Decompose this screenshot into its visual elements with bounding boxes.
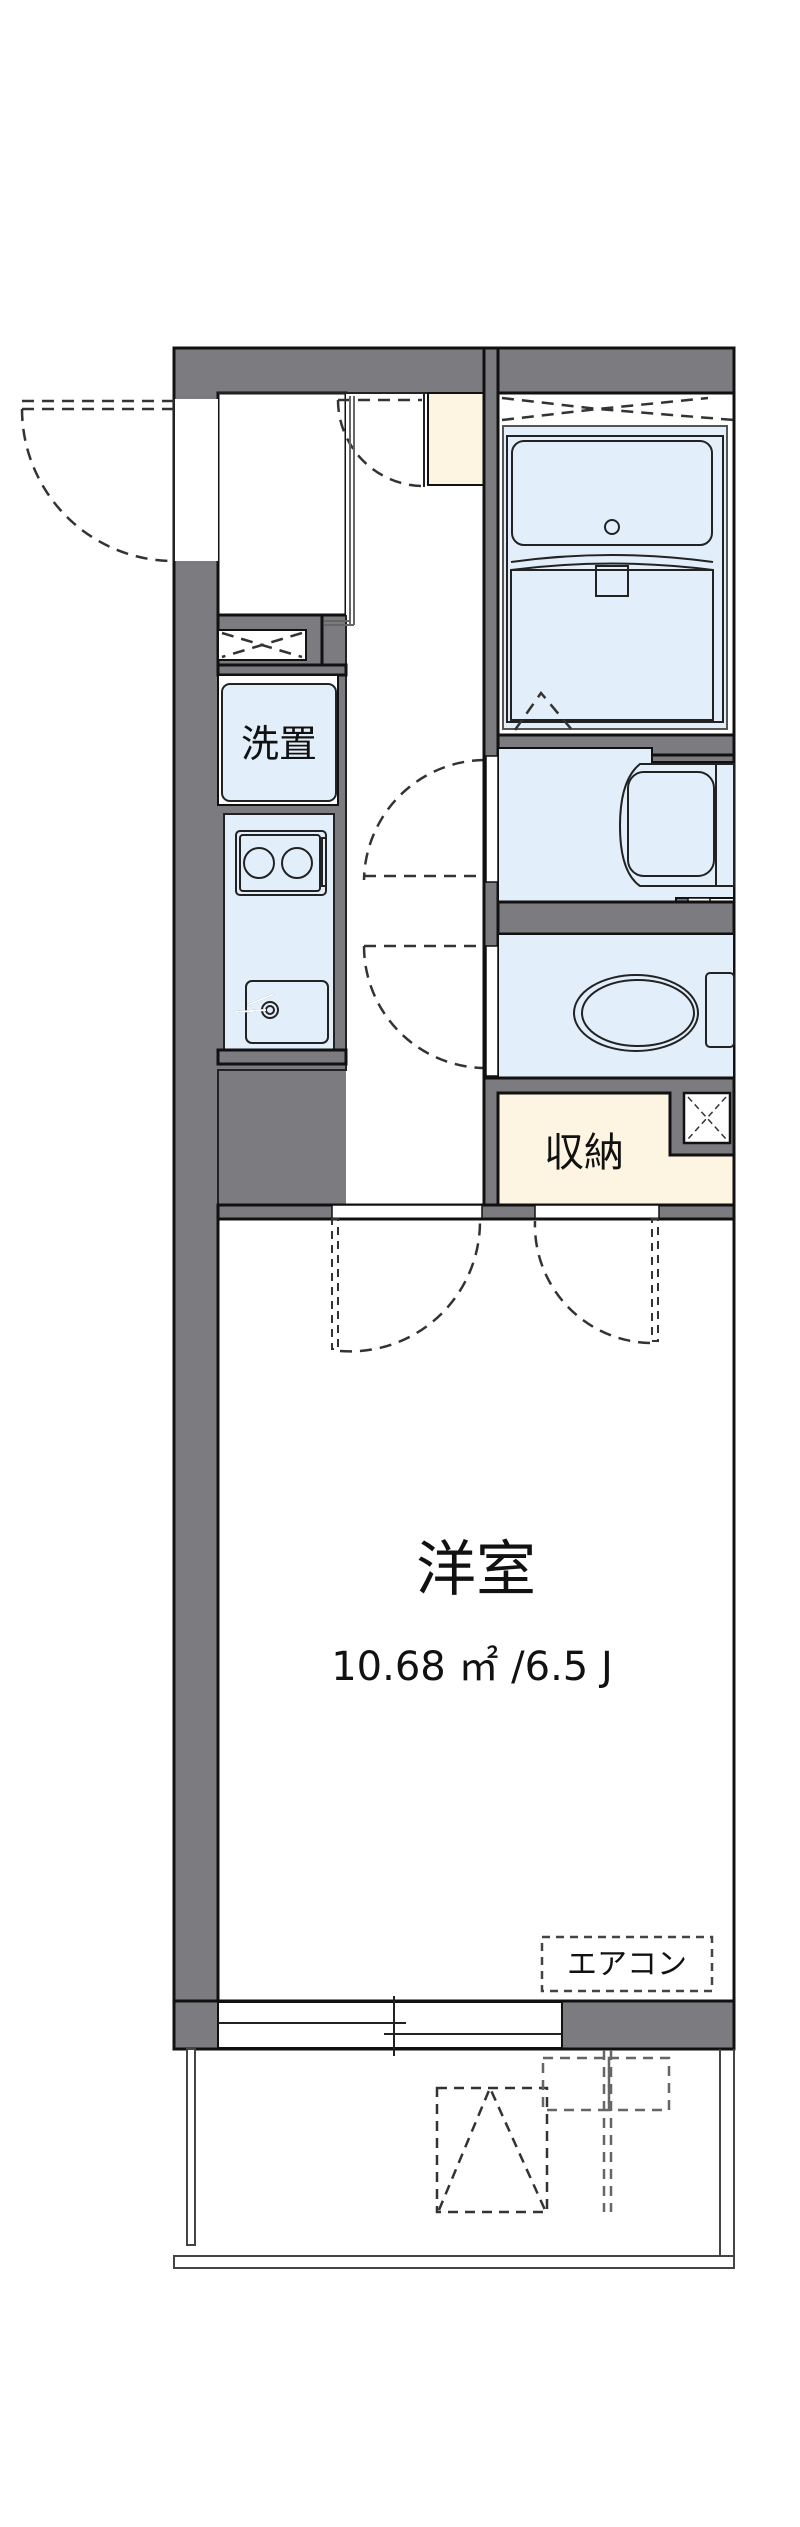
bath-door-swing xyxy=(362,758,485,881)
washer-space: 洗置 xyxy=(217,674,339,806)
sliding-window xyxy=(217,1996,563,2056)
stove-icon xyxy=(235,830,327,896)
vanity-icon xyxy=(618,763,735,887)
washroom xyxy=(497,747,735,903)
entry-door-swing xyxy=(20,399,176,563)
sink-icon xyxy=(235,980,329,1044)
western-room: 洋室 10.68 ㎡ /6.5 J エアコン xyxy=(216,1217,736,2003)
entry-door-opening xyxy=(174,399,218,561)
toilet-icon xyxy=(573,972,735,1052)
emergency-hatch-icon xyxy=(435,2084,549,2214)
shoe-cabinet xyxy=(427,392,485,486)
western-room-label: 洋室 xyxy=(416,1535,536,1605)
room-door-swing-right xyxy=(533,1218,659,1345)
bathroom xyxy=(496,391,736,737)
washer-space-label: 洗置 xyxy=(241,722,317,766)
storage-label: 収納 xyxy=(544,1130,624,1176)
bathtub-icon xyxy=(511,440,713,546)
hall-door-swing xyxy=(324,396,423,626)
balcony xyxy=(173,2048,735,2269)
toilet-door-swing xyxy=(362,944,485,1070)
outdoor-unit-outline xyxy=(541,2050,671,2212)
toilet-room xyxy=(497,933,735,1079)
storage-room: 収納 xyxy=(496,1091,736,1207)
room-door-swing-left xyxy=(331,1218,482,1353)
kitchen-counter xyxy=(223,813,335,1053)
air-conditioner: エアコン xyxy=(540,1935,714,1993)
western-room-area: 10.68 ㎡ /6.5 J xyxy=(331,1644,613,1690)
air-conditioner-label: エアコン xyxy=(567,1947,687,1982)
hallway-floor xyxy=(346,393,484,1205)
entrance-floor xyxy=(216,391,348,617)
pipe-shaft-1-cross xyxy=(221,631,303,659)
